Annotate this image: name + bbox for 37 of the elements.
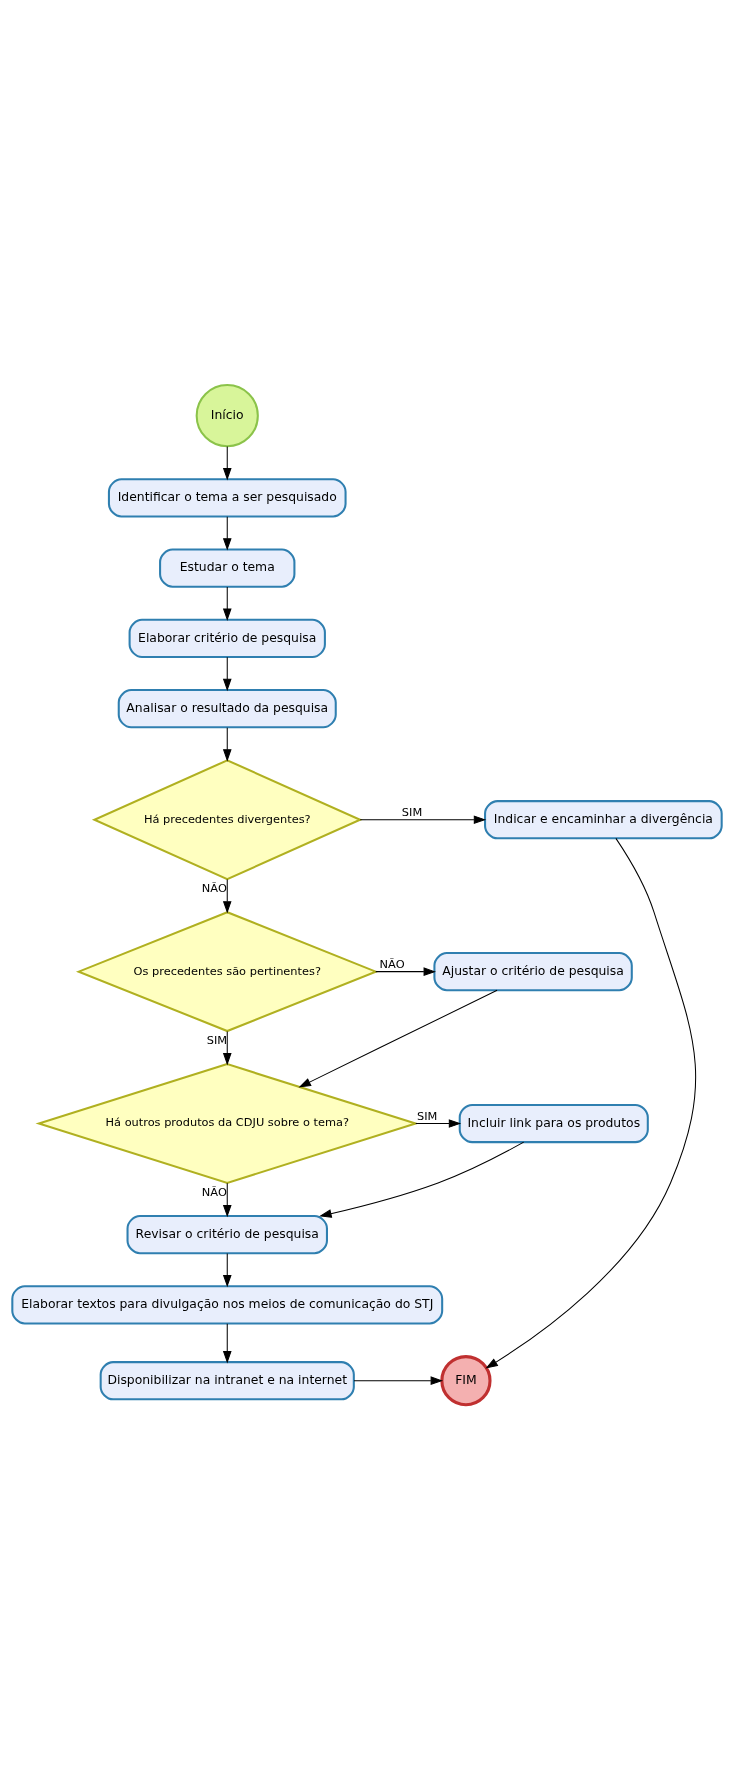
arrow <box>298 989 498 1088</box>
arrow <box>415 1118 462 1128</box>
arrow <box>222 586 232 621</box>
arrow <box>222 1252 232 1287</box>
edge-label: SIM <box>206 1032 228 1047</box>
arrow <box>375 966 436 976</box>
node-diamond: Há precedentes divergentes? <box>91 758 363 880</box>
node-box: Incluir link para os produtos <box>458 1103 649 1143</box>
arrow <box>222 1322 232 1363</box>
arrow <box>359 814 487 824</box>
node-diamond: Os precedentes são pertinentes? <box>75 910 379 1032</box>
node-box: Ajustar o critério de pesquisa <box>433 951 633 991</box>
arrow <box>222 1030 232 1065</box>
arrow <box>353 1375 443 1385</box>
arrow <box>319 1141 525 1218</box>
node-circle: Início <box>195 383 259 447</box>
node-box: Identificar o tema a ser pesquisado <box>107 477 347 517</box>
edge-label: NÃO <box>201 880 227 895</box>
arrow <box>222 445 232 480</box>
arrow <box>222 515 232 551</box>
edge-label: SIM <box>417 1108 438 1123</box>
node-box: Elaborar textos para divulgação nos meios de comunicação do STJ <box>11 1284 444 1324</box>
node-box: Elaborar critério de pesquisa <box>128 618 326 658</box>
arrow <box>485 837 696 1369</box>
arrow <box>222 878 232 914</box>
node-circle: FIM <box>440 1354 492 1406</box>
edge-label: SIM <box>401 804 423 819</box>
edge-label: NÃO <box>379 956 405 971</box>
node-box: Revisar o critério de pesquisa <box>126 1214 328 1254</box>
edge-label: NÃO <box>201 1184 227 1199</box>
node-box: Estudar o tema <box>159 548 296 588</box>
arrow <box>222 726 232 762</box>
arrow <box>222 656 232 691</box>
node-box: Disponibilizar na intranet e na internet <box>99 1360 355 1400</box>
node-box: Indicar e encaminhar a divergência <box>484 799 723 839</box>
node-box: Analisar o resultado da pesquisa <box>117 688 337 728</box>
arrow <box>222 1182 232 1217</box>
